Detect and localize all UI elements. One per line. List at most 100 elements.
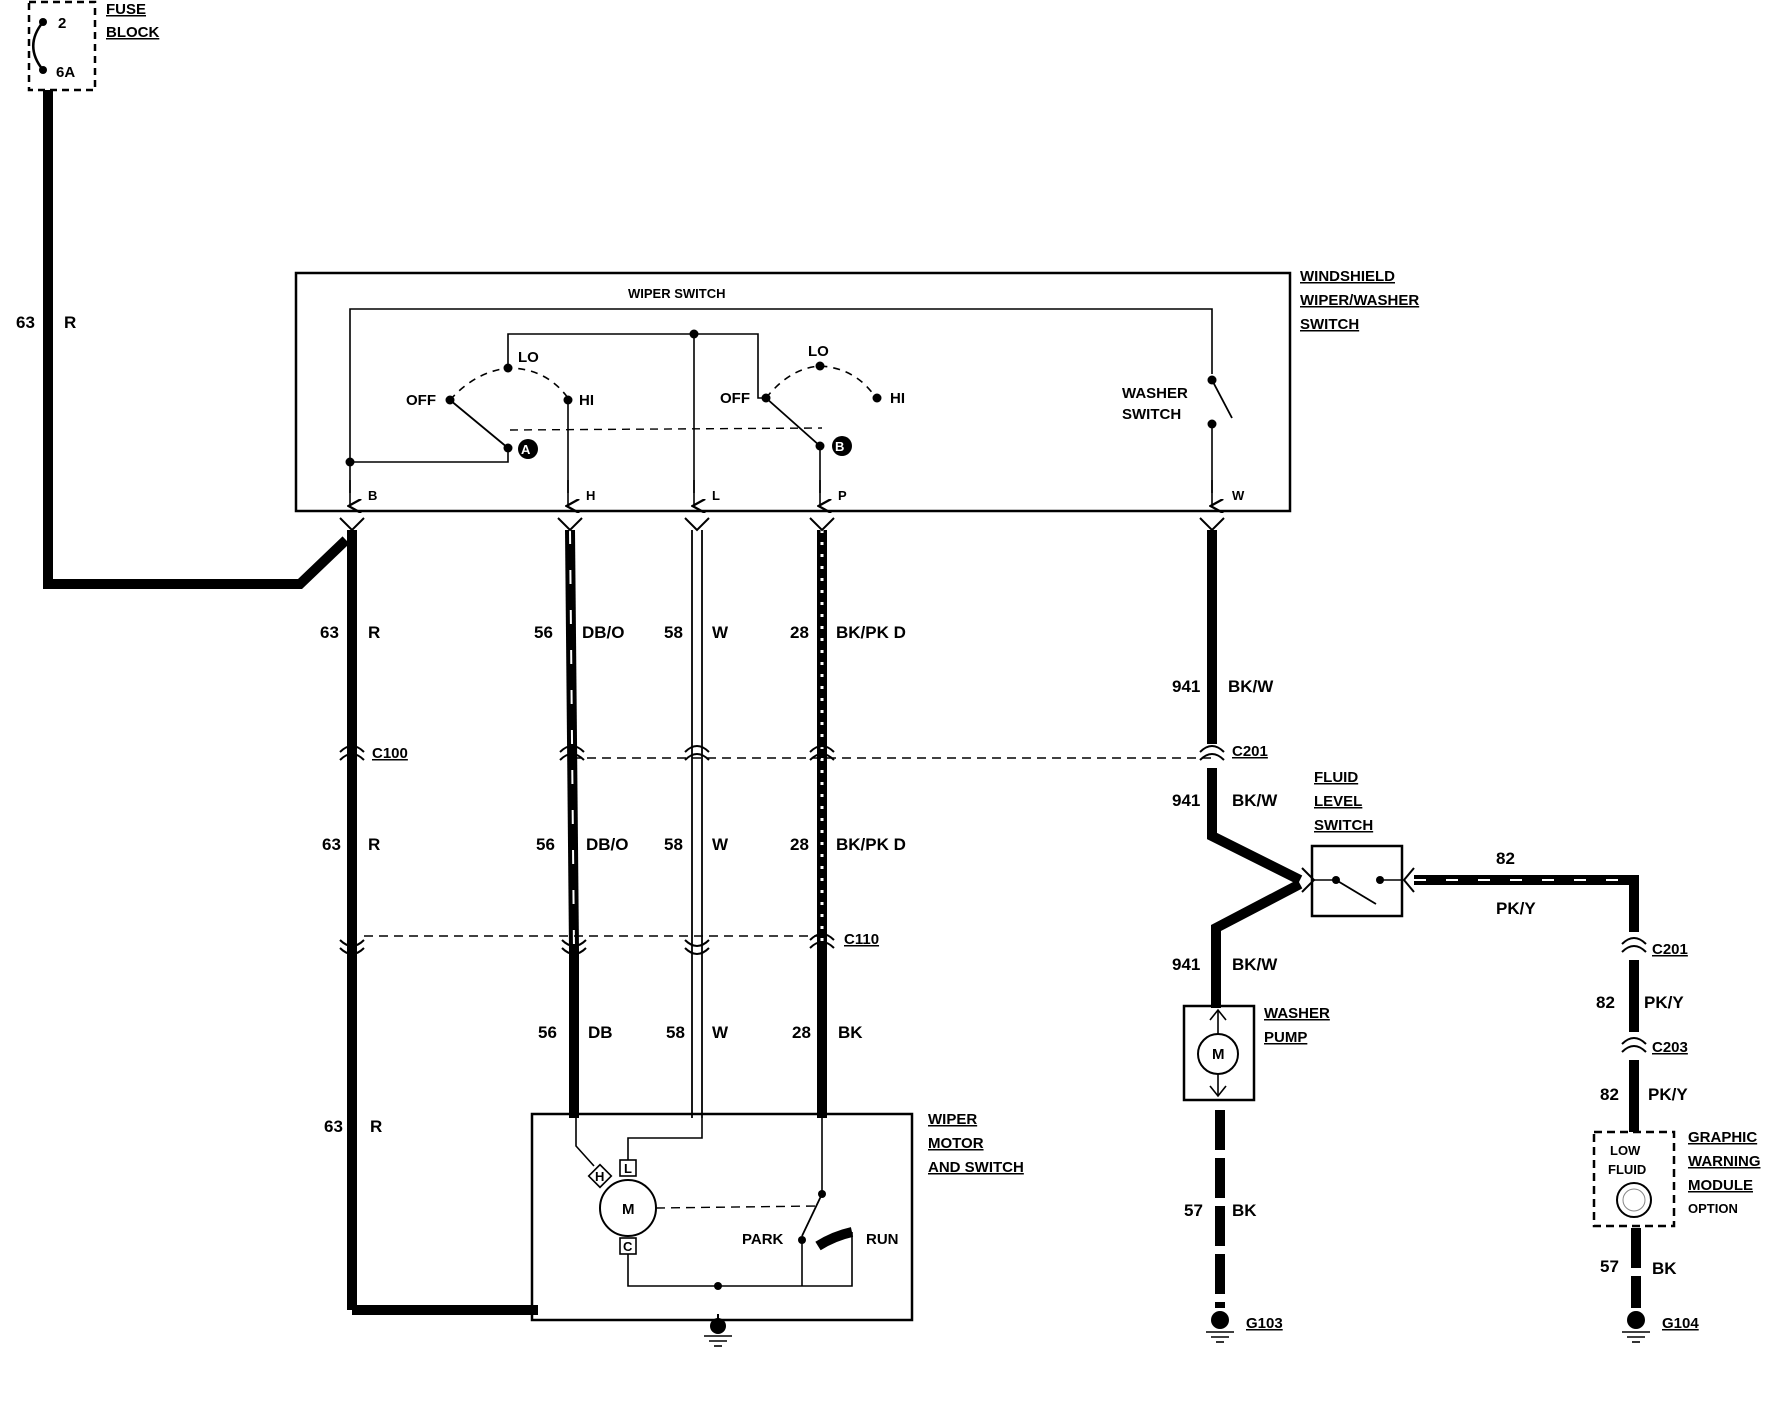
svg-text:941: 941 <box>1172 955 1200 974</box>
switch-b-off: OFF <box>720 390 750 407</box>
switch-pins <box>350 480 1212 506</box>
washer-switch-label-1: WASHER <box>1122 385 1188 402</box>
pin-p: P <box>838 488 847 503</box>
svg-text:BK/W: BK/W <box>1232 955 1278 974</box>
svg-text:MODULE: MODULE <box>1688 1177 1753 1194</box>
fuse-block: 2 6A FUSE BLOCK <box>27 0 159 92</box>
wire-58: 58 W 58 W 58 W <box>664 530 729 1118</box>
svg-text:MOTOR: MOTOR <box>928 1135 984 1152</box>
svg-text:GRAPHIC: GRAPHIC <box>1688 1129 1757 1146</box>
svg-text:58: 58 <box>664 835 683 854</box>
wire-56: 56 DB/O 56 DB/O 56 DB <box>534 529 629 1118</box>
svg-text:RUN: RUN <box>866 1231 899 1248</box>
wire-28: 28 BK/PK D 28 BK/PK D 28 BK <box>790 530 906 1118</box>
svg-text:BK/PK D: BK/PK D <box>836 835 906 854</box>
wire-63-top-color: R <box>64 313 76 332</box>
fuse-title-2: BLOCK <box>106 24 159 41</box>
svg-text:SWITCH: SWITCH <box>1314 817 1373 834</box>
switch-a-hi: HI <box>579 392 594 409</box>
svg-text:W: W <box>712 1023 729 1042</box>
windshield-switch-title: WINDSHIELD WIPER/WASHER SWITCH <box>1300 268 1419 333</box>
svg-text:63: 63 <box>320 623 339 642</box>
svg-text:28: 28 <box>790 623 809 642</box>
svg-text:941: 941 <box>1172 791 1200 810</box>
fuse-title-1: FUSE <box>106 1 146 18</box>
svg-text:56: 56 <box>536 835 555 854</box>
wiper-switch-title: WIPER SWITCH <box>628 286 726 301</box>
connector-c100: C100 <box>372 745 408 762</box>
svg-text:R: R <box>370 1117 382 1136</box>
fuse-bottom-label: 6A <box>56 64 75 81</box>
svg-text:WIPER/WASHER: WIPER/WASHER <box>1300 292 1419 309</box>
svg-text:63: 63 <box>324 1117 343 1136</box>
svg-text:DB: DB <box>588 1023 613 1042</box>
wire-941: 941 BK/W 941 BK/W 941 BK/W <box>1172 530 1303 1008</box>
wire-63: 63 R 63 R 63 R <box>320 530 538 1315</box>
svg-text:57: 57 <box>1184 1201 1203 1220</box>
svg-text:LOW: LOW <box>1610 1143 1641 1158</box>
svg-text:W: W <box>712 835 729 854</box>
wire-57-left: 57 BK G103 <box>1184 1110 1283 1343</box>
switch-b: B OFF LO HI <box>509 329 905 493</box>
svg-text:63: 63 <box>322 835 341 854</box>
svg-text:R: R <box>368 835 380 854</box>
wiper-switch-box: WIPER SWITCH <box>294 271 1292 513</box>
washer-switch: WASHER SWITCH <box>1122 375 1233 493</box>
connector-ticks <box>339 517 1225 955</box>
switch-a-lo: LO <box>518 349 539 366</box>
pin-b: B <box>368 488 377 503</box>
svg-text:PUMP: PUMP <box>1264 1029 1307 1046</box>
fluid-level-switch: FLUID LEVEL SWITCH <box>1301 769 1415 918</box>
svg-text:28: 28 <box>792 1023 811 1042</box>
svg-text:941: 941 <box>1172 677 1200 696</box>
svg-text:M: M <box>622 1201 635 1218</box>
svg-text:82: 82 <box>1600 1085 1619 1104</box>
wire-63-feed: 63 R <box>16 90 350 589</box>
svg-text:58: 58 <box>666 1023 685 1042</box>
svg-text:BK/W: BK/W <box>1232 791 1278 810</box>
svg-text:PARK: PARK <box>742 1231 784 1248</box>
connector-ticks-right <box>1621 937 1647 1053</box>
svg-text:C: C <box>623 1239 633 1254</box>
switch-a-off: OFF <box>406 392 436 409</box>
svg-text:LEVEL: LEVEL <box>1314 793 1362 810</box>
washer-pump: M WASHER PUMP <box>1182 1004 1330 1102</box>
svg-text:BK: BK <box>838 1023 863 1042</box>
svg-text:28: 28 <box>790 835 809 854</box>
connector-links <box>364 757 1212 937</box>
node-b-label: B <box>835 439 844 454</box>
svg-text:BK/PK D: BK/PK D <box>836 623 906 642</box>
svg-text:L: L <box>624 1161 632 1176</box>
svg-text:PK/Y: PK/Y <box>1644 993 1684 1012</box>
svg-text:M: M <box>1212 1046 1225 1063</box>
motor-ground-symbol <box>704 1314 732 1347</box>
svg-text:82: 82 <box>1496 849 1515 868</box>
svg-text:WARNING: WARNING <box>1688 1153 1761 1170</box>
svg-text:WIPER: WIPER <box>928 1111 977 1128</box>
svg-text:DB/O: DB/O <box>582 623 625 642</box>
svg-text:BK: BK <box>1652 1259 1677 1278</box>
svg-text:56: 56 <box>534 623 553 642</box>
ground-g103: G103 <box>1246 1315 1283 1332</box>
svg-text:WINDSHIELD: WINDSHIELD <box>1300 268 1395 285</box>
switch-b-lo: LO <box>808 343 829 360</box>
svg-text:58: 58 <box>664 623 683 642</box>
svg-text:DB/O: DB/O <box>586 835 629 854</box>
washer-switch-label-2: SWITCH <box>1122 406 1181 423</box>
fuse-top-label: 2 <box>58 15 66 32</box>
connector-c110: C110 <box>844 931 879 948</box>
svg-text:W: W <box>712 623 729 642</box>
svg-text:BK: BK <box>1232 1201 1257 1220</box>
svg-text:PK/Y: PK/Y <box>1648 1085 1688 1104</box>
svg-text:OPTION: OPTION <box>1688 1201 1738 1216</box>
connector-c201-right: C201 <box>1652 941 1688 958</box>
pin-l: L <box>712 488 720 503</box>
wire-57-right: 57 BK G104 <box>1600 1228 1699 1343</box>
wire-63-top-num: 63 <box>16 313 35 332</box>
node-a-label: A <box>521 442 531 457</box>
svg-text:82: 82 <box>1596 993 1615 1012</box>
svg-text:H: H <box>595 1169 604 1184</box>
ground-g104: G104 <box>1662 1315 1699 1332</box>
svg-text:R: R <box>368 623 380 642</box>
